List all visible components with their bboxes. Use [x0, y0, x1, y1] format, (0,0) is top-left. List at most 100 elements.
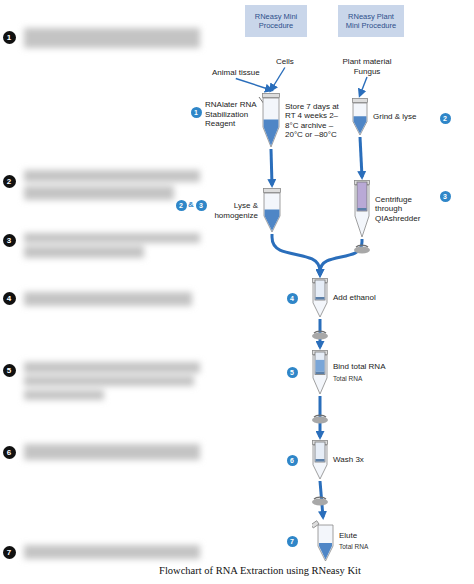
- spin-arc: [356, 245, 368, 247]
- tube-body: [263, 98, 279, 147]
- tube-drawing: [313, 279, 328, 318]
- flow-arrow: [271, 149, 272, 185]
- blurred-text: [24, 444, 200, 460]
- input-label: Plant material Fungus: [338, 57, 396, 76]
- tube-drawing: [353, 99, 368, 136]
- callout-number: 5: [287, 367, 298, 378]
- step-text: Grind & lyse: [373, 112, 417, 122]
- spin-arc: [314, 497, 326, 499]
- blurred-text: [24, 390, 104, 400]
- silica-membrane: [358, 208, 367, 211]
- silica-membrane: [316, 459, 325, 462]
- tube-drawing: [313, 441, 328, 480]
- callout-number: 6: [287, 455, 298, 466]
- blurred-text: [24, 28, 200, 48]
- step-label: Plant material Fungus: [338, 57, 396, 76]
- tube-drawing: [355, 181, 370, 238]
- step-label: RNeasy Mini Procedure: [249, 12, 303, 30]
- callout-number: 4: [3, 292, 16, 305]
- process-step: Wash 3x: [312, 440, 364, 480]
- tube-icon: [312, 350, 328, 395]
- tube-icon: [263, 188, 281, 233]
- silica-membrane: [316, 297, 325, 300]
- figure-caption: Flowchart of RNA Extraction using RNeasy…: [90, 565, 430, 576]
- step-text: Lyse & homogenize: [210, 201, 258, 220]
- process-step: Centrifuge through QIAshredder: [354, 180, 433, 238]
- step-text: EluteTotal RNA: [339, 531, 368, 552]
- flow-arrow: [271, 68, 285, 91]
- tube-drawing: [263, 94, 280, 148]
- tube-icon: [312, 440, 328, 480]
- tube-cap: [353, 99, 368, 103]
- flow-arrow: [320, 239, 362, 275]
- process-step: Grind & lyse: [352, 98, 417, 136]
- blurred-text: [24, 246, 144, 258]
- spin-disc: [354, 247, 370, 254]
- blurred-text: [24, 376, 194, 386]
- tube-body: [318, 525, 333, 561]
- step-label: RNeasy Plant Mini Procedure: [342, 12, 400, 30]
- procedure-header: RNeasy Plant Mini Procedure: [338, 5, 404, 37]
- step-text: Bind total RNA Total RNA: [333, 362, 385, 383]
- tube-body: [264, 193, 280, 232]
- tube-cap: [263, 94, 280, 98]
- callout-number: 2: [440, 113, 451, 124]
- spin-column: [315, 352, 325, 375]
- callout-number: 1: [191, 107, 202, 118]
- process-step: Bind total RNA Total RNA: [312, 350, 385, 395]
- sample-liquid: [316, 360, 325, 372]
- process-step: Lyse & homogenize: [210, 188, 281, 233]
- step-text: Wash 3x: [333, 455, 364, 465]
- step-label: Bind total RNA: [333, 362, 385, 372]
- callout-number: 7: [287, 536, 298, 547]
- spin-symbol: [312, 415, 328, 423]
- spin-column: [315, 442, 325, 462]
- spin-column: [315, 280, 325, 300]
- procedure-header: RNeasy Mini Procedure: [245, 5, 307, 37]
- step-label: Cells: [276, 57, 294, 67]
- callout-number: 1: [3, 31, 16, 44]
- tube-icon: [312, 520, 334, 562]
- blurred-text: [24, 362, 200, 373]
- step-label: Add ethanol: [333, 293, 376, 303]
- blurred-text: [24, 292, 192, 306]
- tube-drawing: [264, 189, 281, 233]
- sample-liquid: [265, 210, 280, 231]
- spin-arc: [314, 331, 326, 333]
- callout-number: 6: [3, 446, 16, 459]
- eluate: [319, 543, 332, 559]
- spin-symbol: [354, 245, 370, 253]
- tube-icon: [262, 93, 280, 148]
- spin-column: [357, 182, 367, 211]
- callout-number: 3: [3, 234, 16, 247]
- product-note: Total RNA: [333, 375, 385, 383]
- step-label: Lyse & homogenize: [210, 201, 258, 220]
- input-label: Cells: [276, 57, 294, 67]
- spin-symbol: [312, 497, 328, 505]
- flow-arrow: [360, 77, 367, 95]
- step-label: Store 7 days at RT 4 weeks 2–8°C archive…: [285, 102, 343, 140]
- spin-arc: [314, 415, 326, 417]
- callout-number: 7: [3, 546, 16, 559]
- callout-number: 4: [287, 293, 298, 304]
- step-label: Wash 3x: [333, 455, 364, 465]
- tube-drawing: [313, 351, 328, 395]
- process-step: Add ethanol: [312, 278, 376, 318]
- callout-number: 3: [440, 191, 451, 202]
- step-text: Add ethanol: [333, 293, 376, 303]
- reagent-label: RNAlater RNA Stabilization Reagent: [205, 100, 257, 129]
- tube-drawing: [312, 521, 333, 561]
- flow-arrow: [236, 79, 271, 91]
- sample-liquid: [354, 116, 367, 134]
- spin-symbol: [312, 331, 328, 339]
- blurred-text-group: [24, 28, 200, 559]
- blurred-text: [24, 545, 200, 559]
- flow-arrow: [360, 137, 362, 177]
- tube-icon: [354, 180, 370, 238]
- callout-number: 3: [196, 200, 207, 211]
- callout-joiner: &: [188, 200, 194, 210]
- step-label: Animal tissue: [212, 68, 260, 78]
- step-text: Store 7 days at RT 4 weeks 2–8°C archive…: [285, 102, 343, 140]
- product-note: Total RNA: [339, 543, 368, 551]
